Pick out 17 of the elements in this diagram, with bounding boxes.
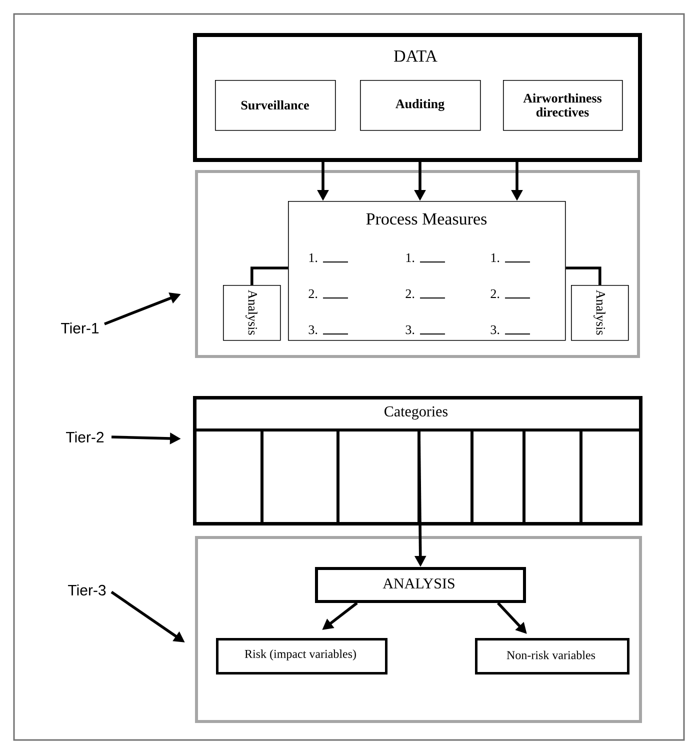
categories-table: Categories — [193, 396, 642, 526]
analysis-box: ANALYSIS — [315, 567, 526, 603]
analysis-box: Analysis — [571, 285, 629, 341]
source-box: Surveillance — [215, 80, 336, 131]
tier-label: Tier-1 — [61, 322, 99, 334]
tier-label: Tier-2 — [66, 432, 104, 442]
result-box: Risk (impact variables) — [216, 638, 388, 674]
analysis-box: Analysis — [223, 285, 281, 341]
tier-panel — [195, 536, 642, 723]
arrow — [250, 266, 288, 285]
source-box: Airworthiness directives — [503, 80, 623, 131]
tier-panel — [195, 170, 640, 358]
arrow — [566, 266, 602, 285]
result-box: Non-risk variables — [475, 638, 630, 674]
tier-label: Tier-3 — [68, 584, 106, 596]
source-box: Auditing — [360, 80, 481, 131]
process-measures-box: Process Measures 1. 1. 1. 2. 2. 2. 3. 3. 3. — [288, 201, 566, 341]
